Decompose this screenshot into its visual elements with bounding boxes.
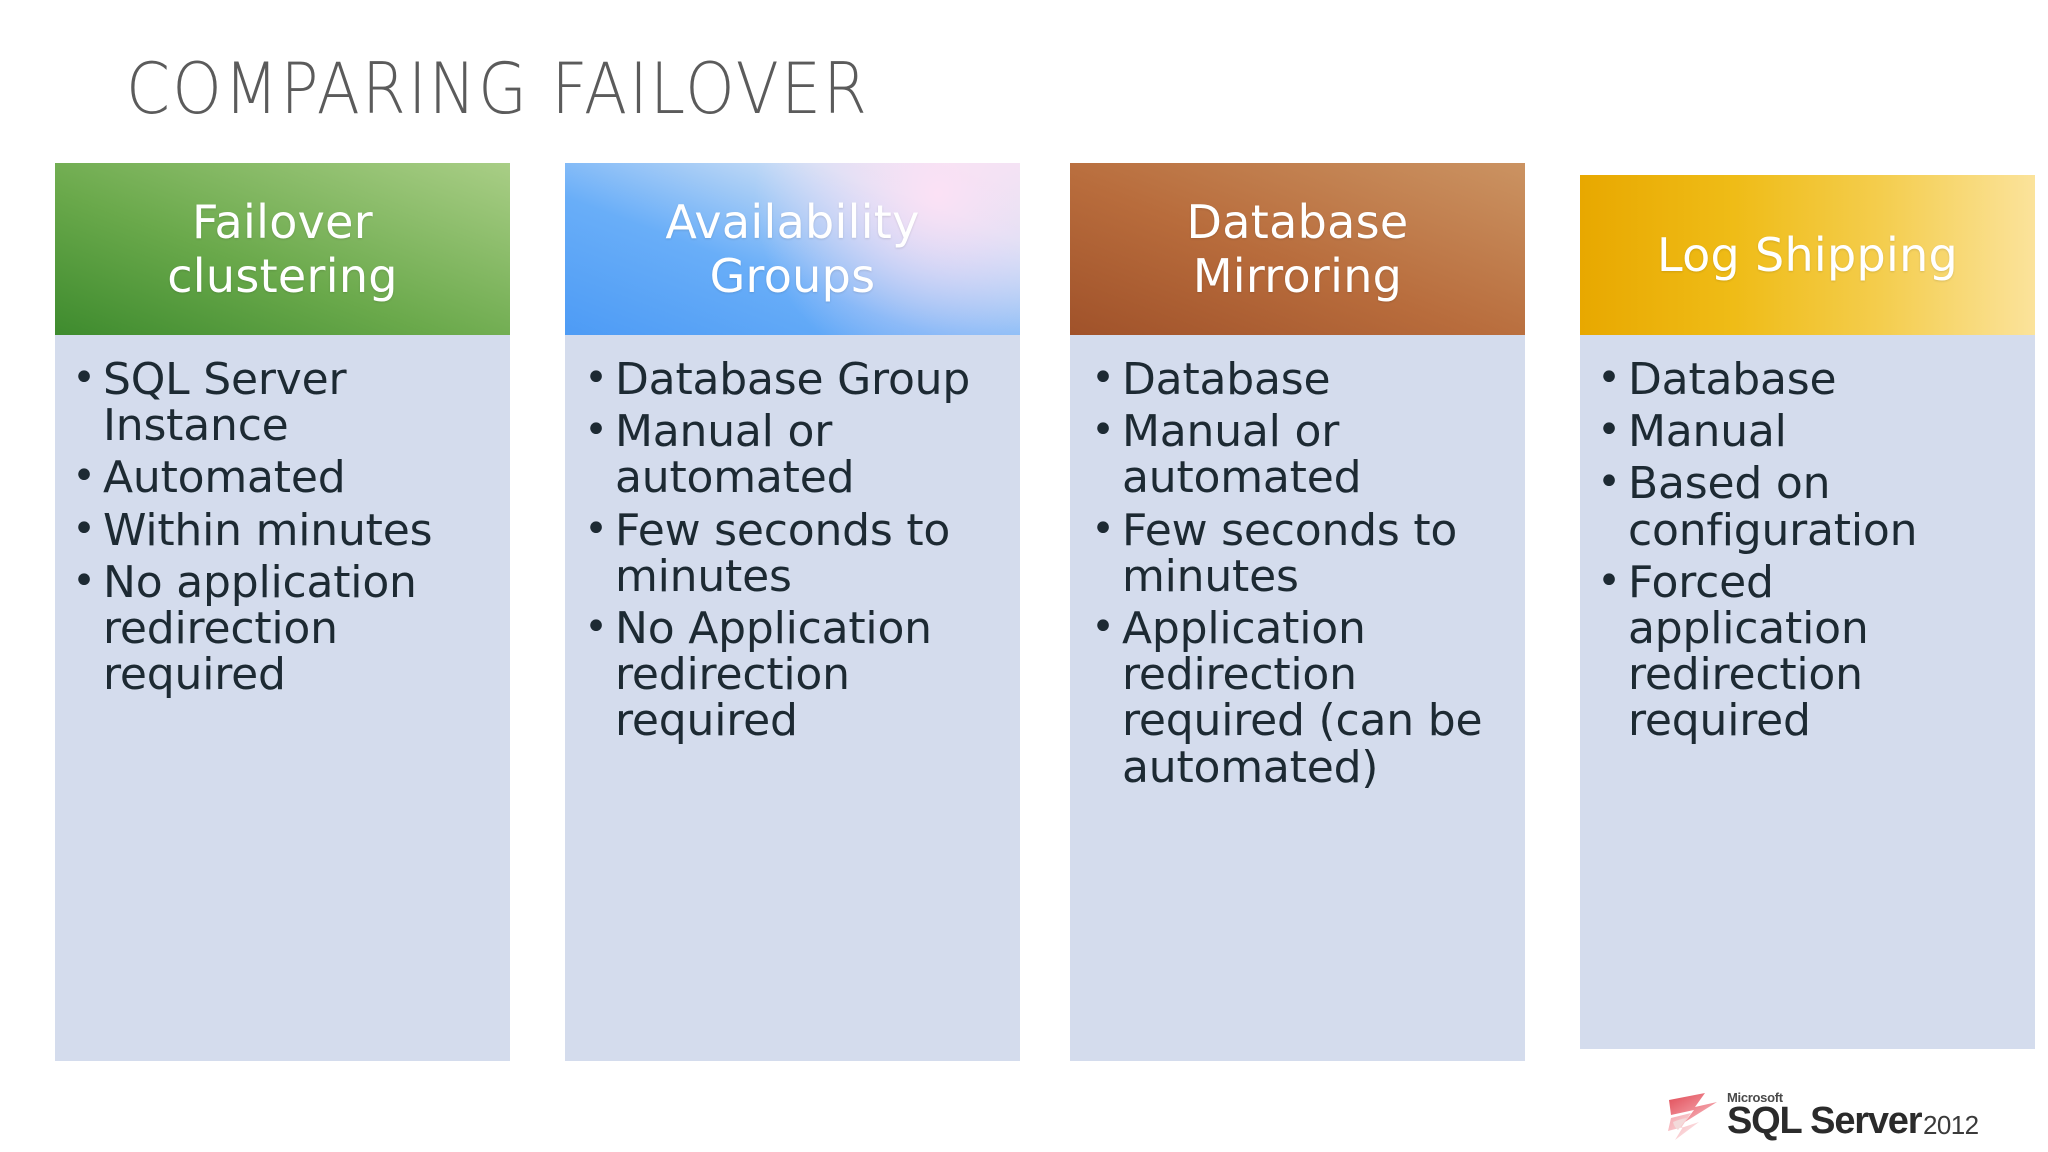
list-item-label: Database [1628,354,1837,405]
list-item: • Forced application redirection require… [1590,556,2025,747]
sql-server-logo: Microsoft SQL Server 2012 [1665,1086,1985,1144]
list-item: • Few seconds to minutes [577,504,1010,602]
list-item-label: Within minutes [103,504,433,556]
list-item: • Within minutes [65,504,500,556]
list-item: • Manual or automated [577,406,1010,504]
bullet-dot-icon: • [584,603,608,650]
column-body-log-shipping: • Database • Manual • Based on configura… [1580,335,2035,1049]
column-header-label: Failover clustering [167,194,398,303]
list-item: • Application redirection required (can … [1084,602,1515,793]
column-header-database-mirroring: Database Mirroring [1070,163,1525,335]
list-item-label: Automated [103,452,346,504]
bullet-dot-icon: • [1091,355,1115,401]
bullet-dot-icon: • [1091,505,1115,552]
bullet-dot-icon: • [584,505,608,552]
bullet-dot-icon: • [72,557,96,604]
bullet-dot-icon: • [1597,459,1621,506]
comparison-column-failover-clustering: Failover clustering • SQL Server Instanc… [55,163,510,1061]
list-item-label: Forced application redirection required [1628,556,1869,747]
bullet-dot-icon: • [1597,557,1621,604]
bullet-dot-icon: • [1597,407,1621,454]
column-header-label: Log Shipping [1656,227,1959,282]
column-body-availability-groups: • Database Group • Manual or automated •… [565,335,1020,1061]
bullet-dot-icon: • [72,355,96,401]
bullet-list: • Database • Manual or automated • Few s… [1074,354,1515,793]
list-item-label: No application redirection required [103,556,417,701]
list-item: • Database Group [577,354,1010,405]
bullet-dot-icon: • [1091,407,1115,454]
list-item: • No Application redirection required [577,602,1010,747]
list-item-label: Database [1122,354,1331,405]
sql-server-flag-icon [1665,1088,1721,1144]
bullet-dot-icon: • [584,355,608,401]
bullet-dot-icon: • [72,453,96,500]
comparison-column-database-mirroring: Database Mirroring • Database • Manual o… [1070,163,1525,1061]
column-body-database-mirroring: • Database • Manual or automated • Few s… [1070,335,1525,1061]
bullet-dot-icon: • [72,505,96,552]
list-item-label: Few seconds to minutes [1122,504,1458,602]
list-item-label: Manual [1628,406,1787,458]
comparison-column-availability-groups: Availability Groups • Database Group • M… [565,163,1020,1061]
column-header-log-shipping: Log Shipping [1580,175,2035,335]
list-item: • Manual [1590,406,2025,458]
list-item: • No application redirection required [65,556,500,701]
list-item: • Based on configuration [1590,458,2025,556]
sql-server-label: SQL Server [1727,1100,1923,1142]
column-header-availability-groups: Availability Groups [565,163,1020,335]
bullet-dot-icon: • [1597,355,1621,401]
list-item-label: Database Group [615,354,971,405]
comparison-column-log-shipping: Log Shipping • Database • Manual • Based… [1580,163,2035,1049]
list-item-label: Manual or automated [615,406,855,504]
bullet-list: • SQL Server Instance • Automated • With… [59,354,500,701]
list-item-label: No Application redirection required [615,602,932,747]
list-item: • SQL Server Instance [65,354,500,452]
column-body-failover-clustering: • SQL Server Instance • Automated • With… [55,335,510,1061]
list-item: • Database [1590,354,2025,405]
bullet-dot-icon: • [1091,603,1115,650]
list-item-label: Application redirection required (can be… [1122,602,1483,793]
list-item: • Few seconds to minutes [1084,504,1515,602]
bullet-list: • Database • Manual • Based on configura… [1584,354,2025,747]
list-item: • Manual or automated [1084,406,1515,504]
column-header-failover-clustering: Failover clustering [55,163,510,335]
list-item-label: SQL Server Instance [103,354,347,452]
list-item-label: Few seconds to minutes [615,504,951,602]
list-item-label: Based on configuration [1628,458,1918,556]
column-header-label: Database Mirroring [1186,194,1409,303]
list-item-label: Manual or automated [1122,406,1362,504]
list-item: • Automated [65,455,500,501]
bullet-dot-icon: • [584,407,608,454]
column-header-label: Availability Groups [665,194,920,303]
bullet-list: • Database Group • Manual or automated •… [569,354,1010,747]
list-item: • Database [1084,354,1515,405]
sql-server-wordmark: Microsoft SQL Server 2012 [1727,1088,1985,1144]
microsoft-label: Microsoft [1727,1090,1783,1105]
page-title: COMPARING FAILOVER [126,48,870,130]
logo-year-label: 2012 [1923,1110,1979,1140]
